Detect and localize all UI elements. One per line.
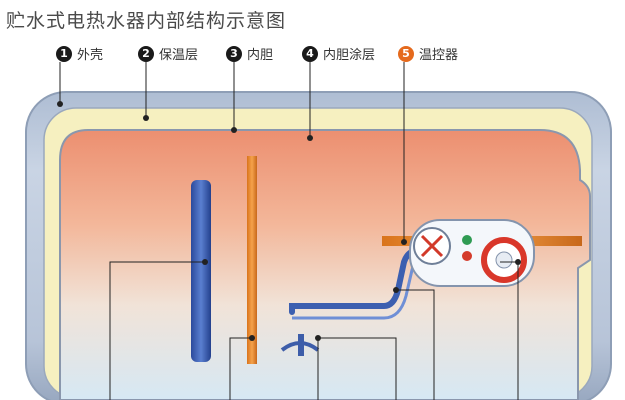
part-labels: 1 外壳 2 保温层 3 内胆 4 内胆涂层 5 温控器 — [0, 44, 625, 68]
number-badge: 5 — [398, 45, 414, 62]
label-text: 温控器 — [419, 48, 459, 63]
drain-valve-cap — [280, 341, 320, 352]
cold-water-pipe — [191, 180, 211, 362]
indicator-light-green — [462, 235, 472, 245]
label-shell: 1 外壳 — [56, 44, 103, 63]
label-inner-tank: 3 内胆 — [226, 44, 273, 63]
flange-center — [495, 251, 513, 269]
number-badge: 3 — [226, 45, 242, 62]
label-insulation: 2 保温层 — [138, 44, 198, 63]
gauge-needle-2 — [420, 234, 444, 258]
label-text: 内胆 — [247, 48, 274, 63]
label-text: 外壳 — [77, 48, 104, 63]
callout-lines — [59, 62, 405, 242]
hot-water-pipe — [247, 156, 257, 364]
number-badge: 2 — [138, 45, 154, 62]
label-text: 内胆涂层 — [323, 48, 376, 63]
diagram-title: 贮水式电热水器内部结构示意图 — [6, 10, 287, 32]
number-badge: 4 — [302, 45, 318, 62]
number-badge: 1 — [56, 45, 72, 62]
leader-dots — [202, 259, 521, 341]
label-tank-coating: 4 内胆涂层 — [302, 44, 375, 63]
label-text: 保温层 — [159, 48, 199, 63]
indicator-light-red — [462, 251, 472, 261]
label-thermostat: 5 温控器 — [398, 44, 458, 63]
